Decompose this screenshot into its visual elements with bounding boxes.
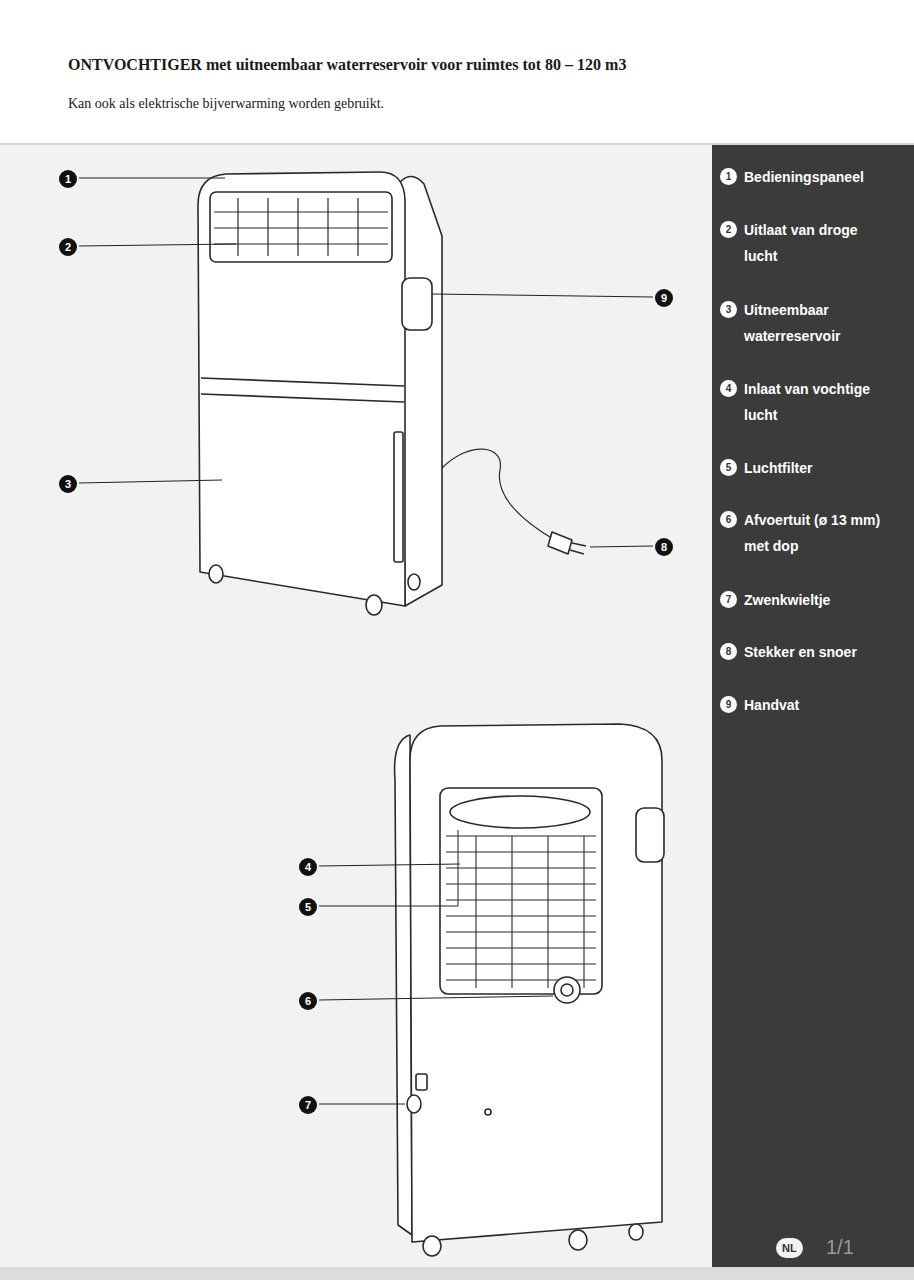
leader-line xyxy=(79,244,236,246)
top-grille xyxy=(210,192,392,262)
front-divider xyxy=(201,378,404,402)
legend-entry: 9 Handvat xyxy=(720,692,900,718)
back-handle xyxy=(636,808,664,862)
back-side xyxy=(395,735,412,1235)
callout-number: 4 xyxy=(720,380,737,397)
part-name: Handvat xyxy=(744,692,894,718)
callout-number: 2 xyxy=(59,238,77,256)
legend-entry: 8 Stekker en snoer xyxy=(720,639,900,665)
part-name: Afvoertuit (ø 13 mm) met dop xyxy=(744,507,894,559)
part-name: Luchtfilter xyxy=(744,455,894,481)
callout-marker: 4 xyxy=(299,857,317,876)
leader-line xyxy=(590,546,653,547)
leader-line xyxy=(319,996,553,1000)
wheel xyxy=(366,595,382,615)
front-body xyxy=(198,172,405,606)
callout-number: 2 xyxy=(720,221,737,238)
callout-number: 8 xyxy=(655,538,673,556)
legend-entry: 5 Luchtfilter xyxy=(720,455,900,481)
callout-number: 5 xyxy=(299,898,317,916)
part-name: Uitneembaar waterreservoir xyxy=(744,297,894,349)
legend-entry: 7 Zwenkwieltje xyxy=(720,587,900,613)
leader-line xyxy=(319,1104,405,1105)
part-name: Inlaat van vochtige lucht xyxy=(744,376,894,428)
language-badge: NL xyxy=(776,1238,803,1258)
wheel xyxy=(408,574,420,590)
callout-marker: 9 xyxy=(655,288,673,307)
callout-marker: 2 xyxy=(59,237,77,256)
back-body xyxy=(410,724,662,1242)
leader-line xyxy=(432,294,653,297)
callout-marker: 3 xyxy=(59,474,77,493)
legend-entry: 4 Inlaat van vochtige lucht xyxy=(720,376,900,428)
inlet-frame xyxy=(440,788,602,994)
callout-number: 1 xyxy=(59,170,77,188)
legend-entry: 3 Uitneembaar waterreservoir xyxy=(720,297,900,349)
callout-number: 4 xyxy=(299,858,317,876)
page-number: 1/1 xyxy=(826,1236,854,1259)
louvre xyxy=(450,796,590,828)
callout-number: 9 xyxy=(655,289,673,307)
wheel xyxy=(423,1236,441,1256)
legend-entry: 2 Uitlaat van droge lucht xyxy=(720,217,900,269)
leader-line xyxy=(319,864,460,866)
subtitle: Kan ook als elektrische bijverwarming wo… xyxy=(68,96,768,112)
wheel xyxy=(209,565,223,583)
callout-number: 3 xyxy=(720,301,737,318)
leader-line xyxy=(79,178,225,179)
part-name: Uitlaat van droge lucht xyxy=(744,217,894,269)
wheel xyxy=(407,1095,421,1113)
leader-line xyxy=(319,830,458,906)
callout-number: 7 xyxy=(720,591,737,608)
callout-number: 7 xyxy=(299,1096,317,1114)
front-side xyxy=(400,176,442,606)
part-name: Zwenkwieltje xyxy=(744,587,894,613)
wheel xyxy=(569,1230,587,1250)
bottom-strip xyxy=(0,1267,914,1280)
legend-entry: 6 Afvoertuit (ø 13 mm) met dop xyxy=(720,507,900,559)
page-title: ONTVOCHTIGER met uitneembaar waterreserv… xyxy=(68,56,828,74)
plug xyxy=(548,532,572,554)
callout-marker: 8 xyxy=(655,537,673,556)
wheel xyxy=(629,1224,643,1240)
callout-number: 6 xyxy=(720,511,737,528)
leader-line xyxy=(79,480,222,483)
callout-number: 3 xyxy=(59,475,77,493)
callout-number: 8 xyxy=(720,643,737,660)
drain-knob xyxy=(554,977,580,1003)
callout-marker: 1 xyxy=(59,169,77,188)
callout-marker: 7 xyxy=(299,1095,317,1114)
handle xyxy=(402,278,432,330)
callout-number: 1 xyxy=(720,168,737,185)
legend-entry: 1 Bedieningspaneel xyxy=(720,164,900,190)
power-cord xyxy=(442,449,555,540)
switch xyxy=(416,1074,427,1090)
callout-marker: 5 xyxy=(299,897,317,916)
language-code: NL xyxy=(776,1238,803,1258)
callout-number: 5 xyxy=(720,459,737,476)
callout-marker: 6 xyxy=(299,991,317,1010)
callout-number: 6 xyxy=(299,992,317,1010)
part-name: Stekker en snoer xyxy=(744,639,894,665)
tank-slot xyxy=(394,432,403,562)
callout-number: 9 xyxy=(720,696,737,713)
part-name: Bedieningspaneel xyxy=(744,164,894,190)
